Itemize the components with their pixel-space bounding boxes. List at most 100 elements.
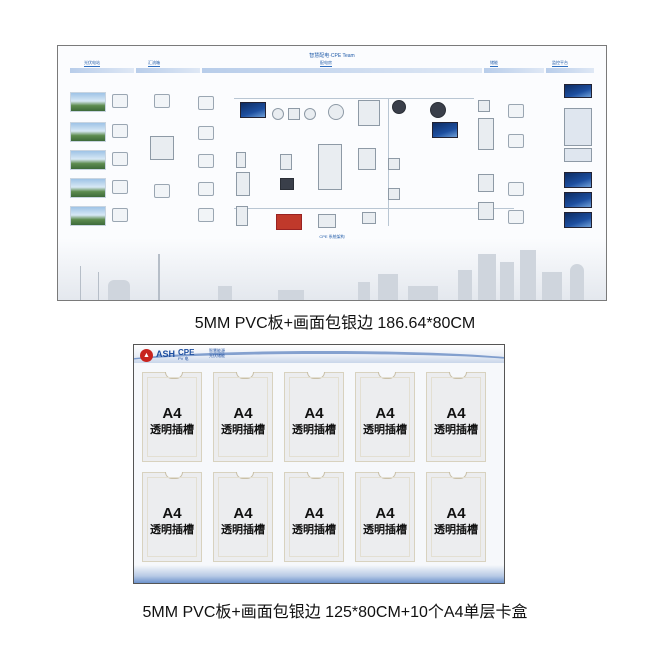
- meter-device: [328, 104, 344, 120]
- slot-frame: [147, 377, 197, 457]
- board1-footer-label: CPE 系统架构: [319, 234, 345, 239]
- breaker-icon: [198, 154, 214, 168]
- meter-device: [388, 158, 400, 170]
- slot-a4-text: A4: [446, 505, 466, 522]
- cabinet-device: [318, 144, 342, 190]
- brand-name: CPE: [178, 348, 195, 357]
- device-icon: [112, 124, 128, 138]
- slot-label-text: 透明插槽: [434, 424, 478, 436]
- slot-label-text: 透明插槽: [292, 524, 336, 536]
- breaker-device: [318, 214, 336, 228]
- hmi-screen: [432, 122, 458, 138]
- header-band: [70, 68, 134, 73]
- brand-subtitle: PV 电: [178, 356, 189, 361]
- device-icon: [112, 180, 128, 194]
- combiner-box: [150, 136, 174, 160]
- board2-footer-band: [134, 565, 504, 583]
- breaker-icon: [198, 182, 214, 196]
- board2-caption: 5MM PVC板+画面包银边 125*80CM+10个A4单层卡盒: [142, 604, 528, 621]
- pv-photo: [70, 206, 106, 226]
- meter-device: [288, 108, 300, 120]
- storage-cabinet: [478, 174, 494, 192]
- slot-label-text: 透明插槽: [363, 424, 407, 436]
- slot-frame: [360, 377, 410, 457]
- breaker-device: [236, 206, 248, 226]
- monitor-screen: [564, 84, 592, 98]
- slot-label-text: 透明插槽: [434, 524, 478, 536]
- slot-frame: [218, 377, 268, 457]
- storage-device: [478, 100, 490, 112]
- slot-frame: [289, 377, 339, 457]
- pv-photo: [70, 92, 106, 112]
- slot-frame: [289, 477, 339, 557]
- tree-icon: [570, 264, 584, 300]
- slot-a4-text: A4: [375, 405, 395, 422]
- a4-slot: A4 透明插槽: [284, 472, 344, 562]
- storage-cabinet: [478, 202, 494, 220]
- meter-device: [358, 148, 376, 170]
- sensor-device: [236, 152, 246, 168]
- company-logo-icon: ▲: [140, 349, 153, 362]
- slot-frame: [431, 477, 481, 557]
- meter-device: [388, 188, 400, 200]
- slot-a4-text: A4: [233, 405, 253, 422]
- brand-side-text: 智慧能源 光伏储能: [209, 348, 225, 358]
- board1-header-bar: 光伏电站 汇流箱 配电房 储能 监控平台: [70, 60, 594, 74]
- header-swoosh: [134, 351, 504, 376]
- building-icon: [458, 270, 472, 300]
- cooling-tower-icon: [108, 280, 130, 300]
- storage-icon: [508, 210, 524, 224]
- building-icon: [218, 286, 232, 300]
- a4-slot: A4 透明插槽: [355, 472, 415, 562]
- slot-a4-text: A4: [233, 505, 253, 522]
- board1-title: 智慧配电·CPE Team: [309, 53, 355, 59]
- meter-device: [304, 108, 316, 120]
- slot-a4-text: A4: [304, 505, 324, 522]
- slot-label-text: 透明插槽: [292, 424, 336, 436]
- wind-turbine-icon: [98, 272, 99, 300]
- bus-line: [234, 98, 474, 99]
- energy-meter: [358, 100, 380, 126]
- monitor-screen: [564, 212, 592, 228]
- slot-a4-text: A4: [162, 505, 182, 522]
- slot-frame: [360, 477, 410, 557]
- breaker-icon: [198, 208, 214, 222]
- slot-frame: [147, 477, 197, 557]
- storage-cabinet: [478, 118, 494, 150]
- slot-a4-text: A4: [446, 405, 466, 422]
- slot-label-text: 透明插槽: [363, 524, 407, 536]
- sensor-device: [280, 154, 292, 170]
- device-icon: [112, 94, 128, 108]
- building-icon: [542, 272, 562, 300]
- meter-device: [362, 212, 376, 224]
- board1-header-2: 配电房: [320, 60, 332, 67]
- header-band: [546, 68, 594, 73]
- slot-a4-text: A4: [375, 505, 395, 522]
- a4-slot: A4 透明插槽: [426, 372, 486, 462]
- monitor-panel: [564, 108, 592, 146]
- city-skyline: [58, 238, 606, 300]
- system-diagram-board: 智慧配电·CPE Team 光伏电站 汇流箱 配电房 储能 监控平台: [57, 45, 607, 301]
- monitor-panel: [564, 148, 592, 162]
- slot-label-text: 透明插槽: [221, 524, 265, 536]
- header-band: [484, 68, 544, 73]
- meter-device: [236, 172, 250, 196]
- hmi-screen: [240, 102, 266, 118]
- storage-icon: [508, 104, 524, 118]
- combiner-icon: [154, 94, 170, 108]
- pv-photo: [70, 178, 106, 198]
- breaker-icon: [198, 126, 214, 140]
- monitor-screen: [564, 172, 592, 188]
- slot-frame: [218, 477, 268, 557]
- header-band: [136, 68, 200, 73]
- slot-a4-text: A4: [162, 405, 182, 422]
- wind-turbine-icon: [80, 266, 81, 300]
- breaker-icon: [198, 96, 214, 110]
- building-icon: [520, 250, 536, 300]
- building-icon: [478, 254, 496, 300]
- pv-photo: [70, 150, 106, 170]
